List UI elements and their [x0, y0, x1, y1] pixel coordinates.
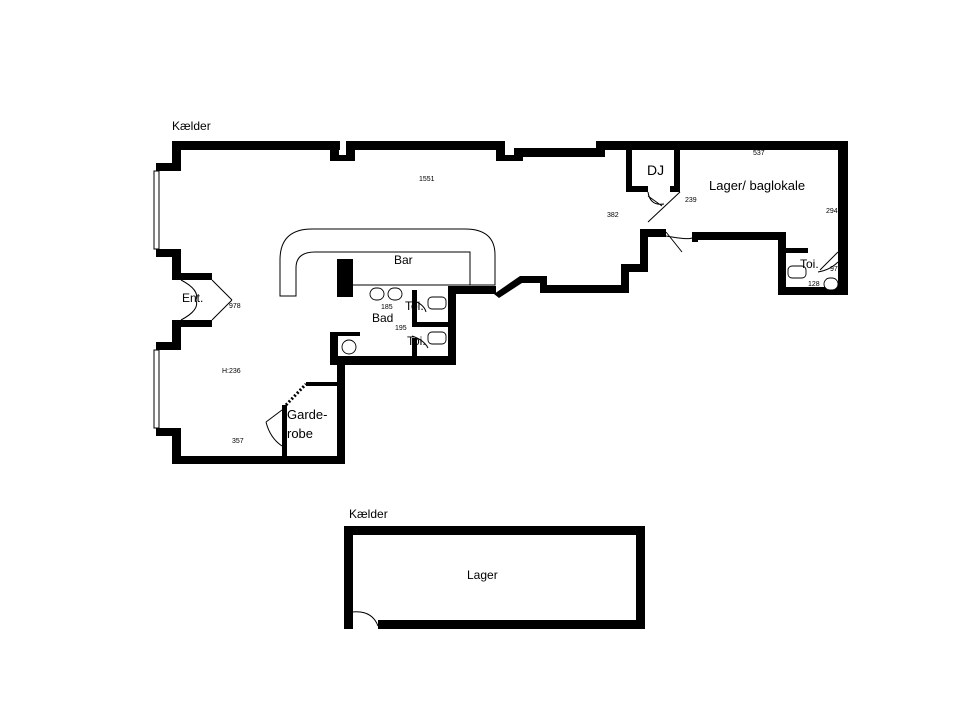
- room-label-cloakroom-1: Garde-: [287, 407, 327, 422]
- dim-back-depth: 294: [826, 208, 838, 215]
- dim-entrance-width: 978: [229, 303, 241, 310]
- sink-icon: [341, 339, 357, 355]
- toilet-icon: [427, 296, 447, 310]
- window-lower: [153, 349, 160, 429]
- toilet-icon: [787, 265, 807, 279]
- room-label-back-storage: Lager/ baglokale: [709, 178, 805, 193]
- level-title-lower: Kælder: [349, 507, 388, 521]
- room-label-bath: Bad: [372, 311, 393, 325]
- dim-bath-width: 185: [381, 304, 393, 311]
- dim-toilet-length: 128: [808, 281, 820, 288]
- window-upper: [153, 170, 160, 250]
- level-title-upper: Kælder: [172, 119, 211, 133]
- room-label-toilet-3: Toi.: [800, 257, 819, 271]
- dim-cloak-width: 357: [232, 438, 244, 445]
- exterior-walls: [153, 141, 848, 464]
- fixtures: [341, 265, 839, 355]
- lower-storage-walls: [344, 526, 645, 629]
- dim-main-length: 1551: [419, 176, 435, 183]
- room-label-dj: DJ: [647, 162, 664, 178]
- dim-door-side: 239: [685, 197, 697, 204]
- doors: [180, 191, 839, 627]
- dim-bath-depth: 195: [395, 325, 407, 332]
- bar-counter: [279, 228, 496, 297]
- dim-height: H:236: [222, 368, 241, 375]
- room-label-toilet-2: Toi.: [407, 334, 426, 348]
- room-label-entrance: Ent.: [182, 291, 203, 305]
- room-label-cloakroom-2: robe: [287, 426, 313, 441]
- sink-icon: [823, 277, 839, 291]
- dim-toilet-width: 97: [830, 266, 838, 273]
- dim-back-length: 537: [753, 150, 765, 157]
- toilet-right-enclosure: [784, 248, 808, 253]
- sink-icon: [387, 287, 403, 301]
- room-label-storage: Lager: [467, 568, 498, 582]
- room-label-bar: Bar: [394, 253, 413, 267]
- dim-dj-depth: 382: [607, 212, 619, 219]
- toilet-icon: [427, 331, 447, 345]
- sink-icon: [369, 287, 385, 301]
- room-label-toilet-1: Toi.: [405, 299, 424, 313]
